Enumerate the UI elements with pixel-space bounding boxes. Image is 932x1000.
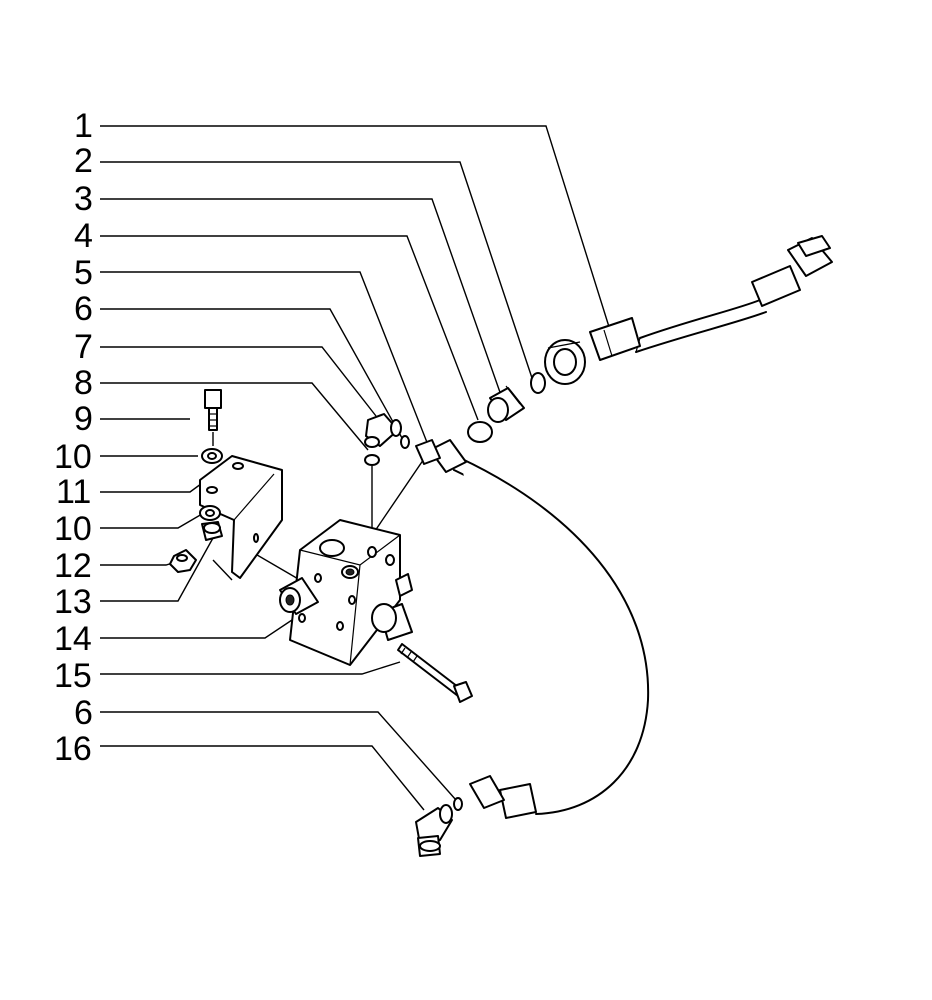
- leader-12: [100, 561, 177, 566]
- leader-13b: [212, 559, 233, 581]
- callout-9: 9: [74, 400, 93, 438]
- callout-11: 11: [56, 473, 91, 511]
- seal-ring-2: [530, 372, 546, 394]
- callout-labels: 1 2 3 4 5 6 7 8 9 10 11 10 12 13 14 15 6…: [54, 107, 93, 768]
- callout-12: 12: [54, 547, 92, 585]
- callout-7: 7: [74, 328, 93, 366]
- leader-8: [100, 382, 369, 451]
- callout-15: 15: [54, 657, 92, 695]
- leader-3: [100, 198, 503, 399]
- leader-2: [100, 161, 533, 379]
- callout-10-lower: 10: [54, 510, 92, 548]
- callout-10-upper: 10: [54, 438, 92, 476]
- hose-lower: [415, 439, 650, 819]
- leader-6-upper: [100, 308, 403, 439]
- washer-10-lower-hole: [205, 509, 215, 517]
- valve-block-14: [279, 519, 413, 666]
- adapter-fitting-3: [487, 385, 525, 423]
- leader-6-lower: [100, 711, 457, 801]
- callout-13: 13: [54, 583, 92, 621]
- leader-lines: [100, 125, 611, 811]
- leader-4: [100, 235, 479, 421]
- leader-7: [100, 346, 377, 417]
- nut-12: [169, 549, 197, 573]
- callout-8: 8: [74, 364, 93, 402]
- swivel-nut: [544, 339, 586, 385]
- leader-5: [100, 271, 431, 576]
- leader-10-lower: [100, 513, 203, 529]
- washer-10-upper-hole: [207, 452, 217, 460]
- callout-1: 1: [74, 107, 93, 145]
- bolt-15: [397, 643, 473, 703]
- leader-14: [100, 619, 293, 639]
- callout-3: 3: [74, 180, 93, 218]
- callout-16: 16: [54, 730, 92, 768]
- o-ring-4: [467, 421, 493, 443]
- elbow-fitting-7: [364, 413, 402, 448]
- callout-14: 14: [54, 620, 92, 658]
- callout-5: 5: [74, 254, 93, 292]
- leader-16: [100, 745, 425, 811]
- elbow-fitting-16: [415, 804, 453, 857]
- nut-13: [201, 521, 223, 541]
- callout-4: 4: [74, 217, 93, 255]
- seal-ring-6-upper: [400, 435, 410, 449]
- leader-1: [100, 125, 611, 331]
- callout-6-lower: 6: [74, 694, 93, 732]
- seal-ring-6-lower: [453, 797, 463, 811]
- bolt-9: [204, 389, 222, 431]
- leader-15: [100, 661, 401, 675]
- hose-upper: [589, 235, 833, 361]
- o-ring-8: [364, 454, 380, 466]
- leader-13: [100, 537, 214, 602]
- callout-2: 2: [74, 142, 93, 180]
- callout-6-upper: 6: [74, 290, 93, 328]
